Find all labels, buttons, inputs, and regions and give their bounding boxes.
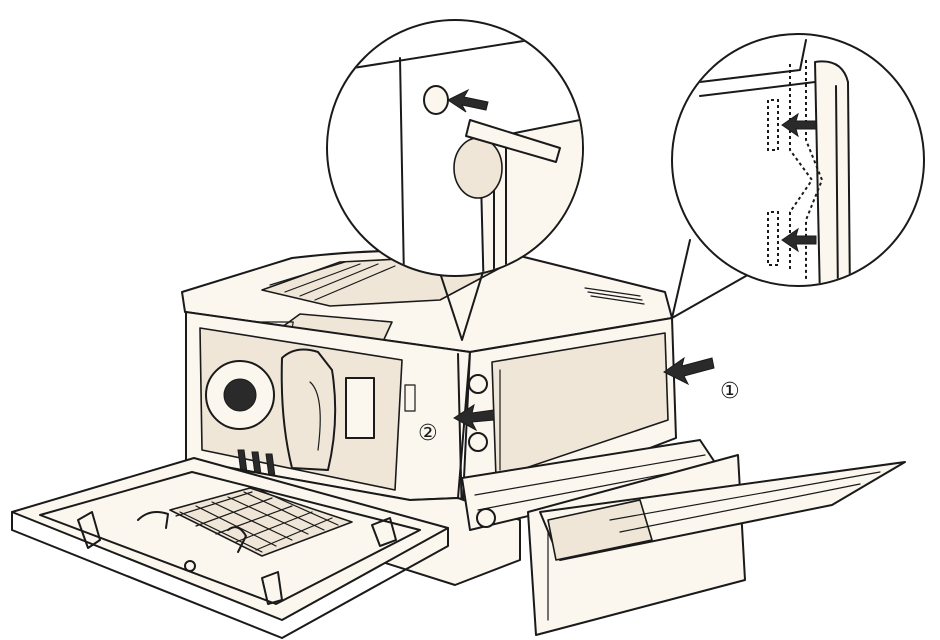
side-tray-open — [461, 439, 906, 636]
cover-clip-left — [137, 511, 169, 529]
top-vent — [584, 287, 645, 305]
zoom-pin-socket — [453, 137, 503, 199]
zoom-rail — [699, 39, 816, 97]
arrow-icon — [447, 88, 489, 113]
cover-tab-top — [468, 374, 488, 394]
side-cover-panel — [491, 332, 669, 479]
step-label-1: ① — [720, 379, 740, 404]
cover-tab-bottom — [468, 432, 488, 452]
step-label-2: ② — [418, 421, 438, 446]
output-tray-ribs — [269, 261, 396, 301]
cover-hinge-right — [261, 571, 283, 605]
zoom-slots — [767, 99, 779, 266]
tray-ridges — [609, 471, 881, 533]
arrow-icon — [663, 356, 715, 386]
cover-clip-mid — [227, 526, 247, 553]
fuser-unit — [345, 377, 375, 439]
zoom-panel-edge — [814, 60, 851, 285]
drum-handle — [309, 381, 321, 451]
cover-hinge-back — [371, 517, 397, 547]
arrow-icon — [781, 112, 817, 138]
tray-grip — [547, 499, 653, 561]
cover-screw — [184, 560, 196, 572]
rail-roller — [476, 508, 496, 528]
front-cover-edge — [11, 511, 449, 639]
front-cover-rim — [39, 471, 421, 605]
arrow-icon — [453, 403, 495, 432]
zoom-pin-rod — [465, 119, 561, 163]
zoom-panel-line — [835, 85, 839, 285]
printer-body — [181, 249, 677, 586]
drum-unit — [280, 348, 337, 471]
corner-edge — [457, 353, 463, 521]
toner-roller-hub — [223, 378, 257, 412]
zoom-callout-slots — [671, 33, 925, 319]
front-cover-open — [11, 457, 449, 639]
zoom-frame-side — [399, 57, 405, 275]
zoom-callout-pin — [326, 19, 584, 341]
zoom-pointer-slots — [671, 239, 761, 319]
front-cover-mesh — [169, 487, 353, 557]
zoom-pin-hole — [423, 85, 449, 115]
arrow-icon — [781, 227, 817, 253]
cover-hinge-left — [77, 511, 101, 549]
latch-slot — [404, 384, 416, 412]
